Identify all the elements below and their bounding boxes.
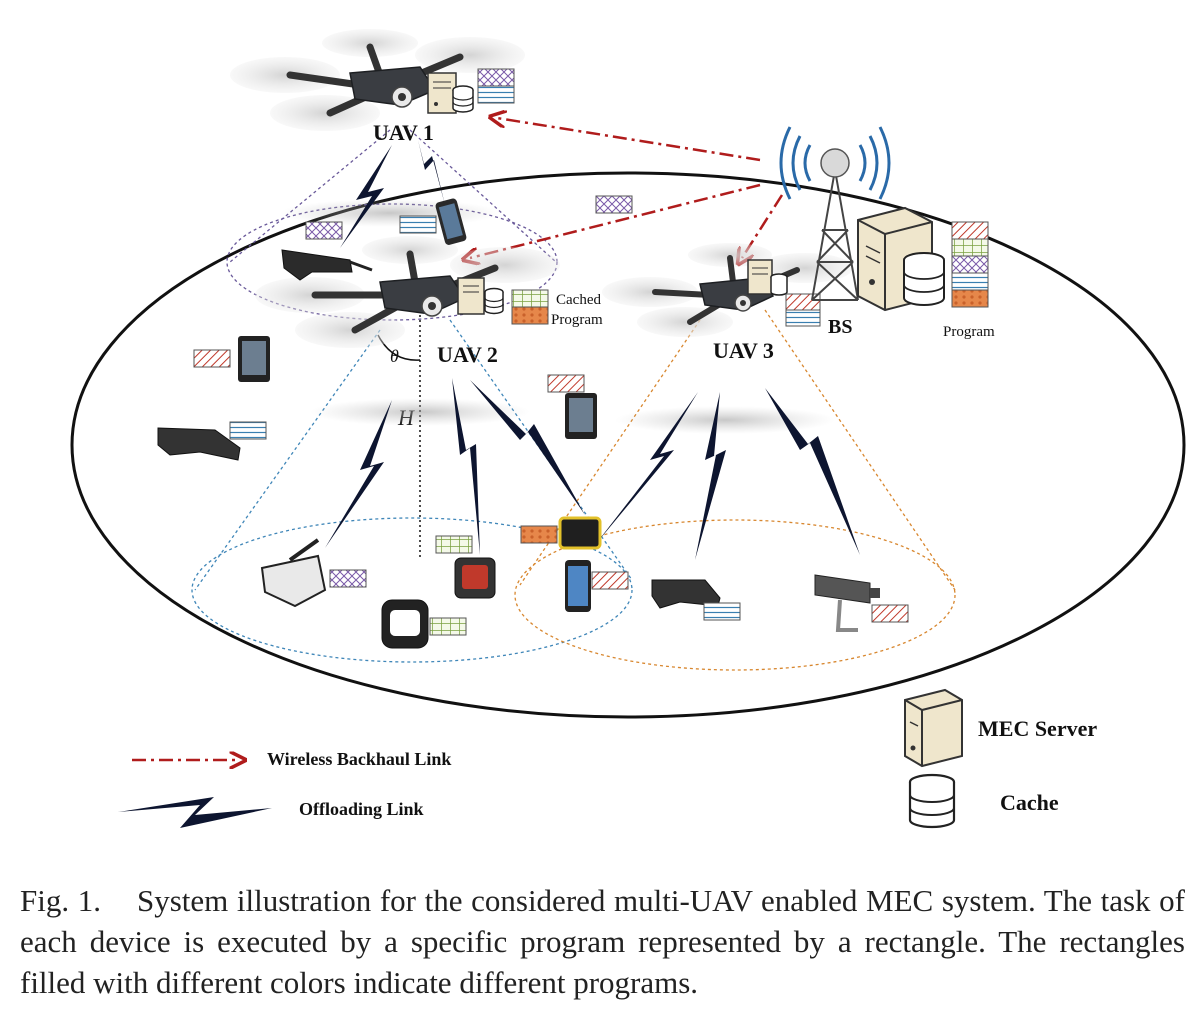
coverage-area-ellipse bbox=[70, 171, 1186, 719]
tablet-device-left bbox=[238, 336, 270, 382]
theta-label: θ bbox=[390, 346, 399, 366]
legend-backhaul-label: Wireless Backhaul Link bbox=[267, 749, 451, 769]
ar-glasses-device bbox=[281, 249, 373, 281]
system-diagram: H θ bbox=[70, 29, 1186, 829]
smartwatch-device-2 bbox=[381, 599, 429, 649]
bs-program-stack bbox=[951, 221, 989, 308]
tablet-right-program-red bbox=[547, 374, 585, 393]
uav1-server-icon bbox=[427, 72, 457, 114]
uav1-cone-right bbox=[409, 129, 557, 263]
transit-program-purple bbox=[595, 195, 633, 214]
legend-cache-icon bbox=[908, 773, 956, 829]
uav2-label: UAV 2 bbox=[437, 342, 498, 367]
vr-headset-program-purple bbox=[329, 569, 367, 588]
cached-program-label-line2: Program bbox=[551, 312, 603, 328]
uav1-cone-left bbox=[229, 129, 391, 263]
uav2-coverage-ellipse bbox=[191, 517, 633, 663]
backhaul-links bbox=[470, 118, 784, 258]
uav3-server-icon bbox=[747, 259, 773, 295]
smartwatch-2-program-green bbox=[429, 617, 467, 636]
uav2-program-green bbox=[511, 289, 549, 308]
phone-device-1 bbox=[435, 198, 467, 245]
uav3-coverage-ellipse bbox=[514, 519, 956, 671]
cached-program-label-line1: Cached bbox=[556, 292, 601, 308]
figure-number: Fig. 1. bbox=[20, 883, 101, 918]
bs-label: BS bbox=[828, 316, 852, 338]
hololens-device-left bbox=[157, 427, 241, 461]
legend-offloading-label: Offloading Link bbox=[299, 799, 424, 819]
uav2-server-icon bbox=[457, 277, 485, 315]
smartphone-device-2 bbox=[565, 560, 591, 612]
bs-cache-icon bbox=[903, 252, 945, 306]
uav3-program-blue bbox=[785, 309, 821, 327]
yellow-tablet-device bbox=[558, 516, 602, 550]
legend-mec-server-label: MEC Server bbox=[978, 716, 1097, 741]
uav2-drone bbox=[255, 236, 560, 348]
uav2-cone-left bbox=[194, 329, 381, 591]
base-station-tower bbox=[811, 169, 859, 301]
uav2-program-orange bbox=[511, 306, 549, 325]
hololens-bottom-program-blue bbox=[703, 602, 741, 621]
uav1-label: UAV 1 bbox=[373, 120, 434, 145]
base-station-antenna-ball bbox=[820, 148, 850, 178]
uav1-cache-icon bbox=[452, 85, 474, 113]
security-camera-device bbox=[814, 574, 880, 632]
offloading-links bbox=[325, 140, 860, 560]
smartphone-2-program-red bbox=[591, 571, 629, 590]
uav1-program-purple bbox=[477, 68, 515, 87]
legend-cache-label: Cache bbox=[1000, 790, 1059, 815]
uav1-program-blue bbox=[477, 85, 515, 104]
uav3-cone-right bbox=[764, 309, 956, 591]
bs-program-label: Program bbox=[943, 324, 995, 340]
legend-mec-server-icon bbox=[904, 688, 963, 768]
ar-glasses-program-purple bbox=[305, 221, 343, 240]
smartwatch-device-1 bbox=[454, 557, 496, 599]
yellow-tablet-program-orange bbox=[520, 525, 558, 544]
shadow-uav2 bbox=[310, 398, 530, 426]
smartwatch-1-program-green bbox=[435, 535, 473, 554]
tablet-left-program-red bbox=[193, 349, 231, 368]
legend-offloading-swatch bbox=[118, 797, 272, 828]
hololens-left-program-blue bbox=[229, 421, 267, 440]
phone-1-program-blue bbox=[399, 215, 437, 234]
base-station-signal-waves bbox=[779, 126, 891, 200]
uav1-drone bbox=[230, 29, 525, 131]
uav2-cache-icon bbox=[484, 287, 504, 315]
uav3-cache-icon bbox=[770, 273, 788, 296]
shadow-uav3 bbox=[615, 406, 835, 434]
tablet-device-right bbox=[565, 393, 597, 439]
hololens-device-bottom bbox=[651, 579, 721, 609]
camera-program-red bbox=[871, 604, 909, 623]
uav3-label: UAV 3 bbox=[713, 338, 774, 363]
vr-headset-device bbox=[260, 538, 327, 608]
figure-caption: Fig. 1.System illustration for the consi… bbox=[20, 880, 1185, 1003]
figure-caption-text: System illustration for the considered m… bbox=[20, 883, 1185, 1000]
